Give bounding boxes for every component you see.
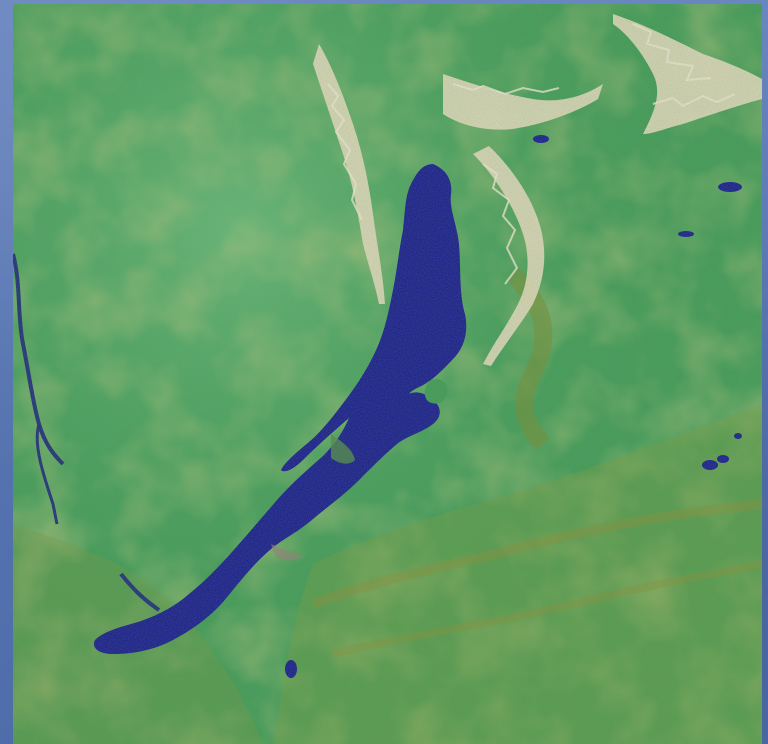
satellite-photo: [13, 4, 762, 744]
satellite-image: [13, 4, 762, 744]
texture-overlay: [13, 4, 762, 744]
